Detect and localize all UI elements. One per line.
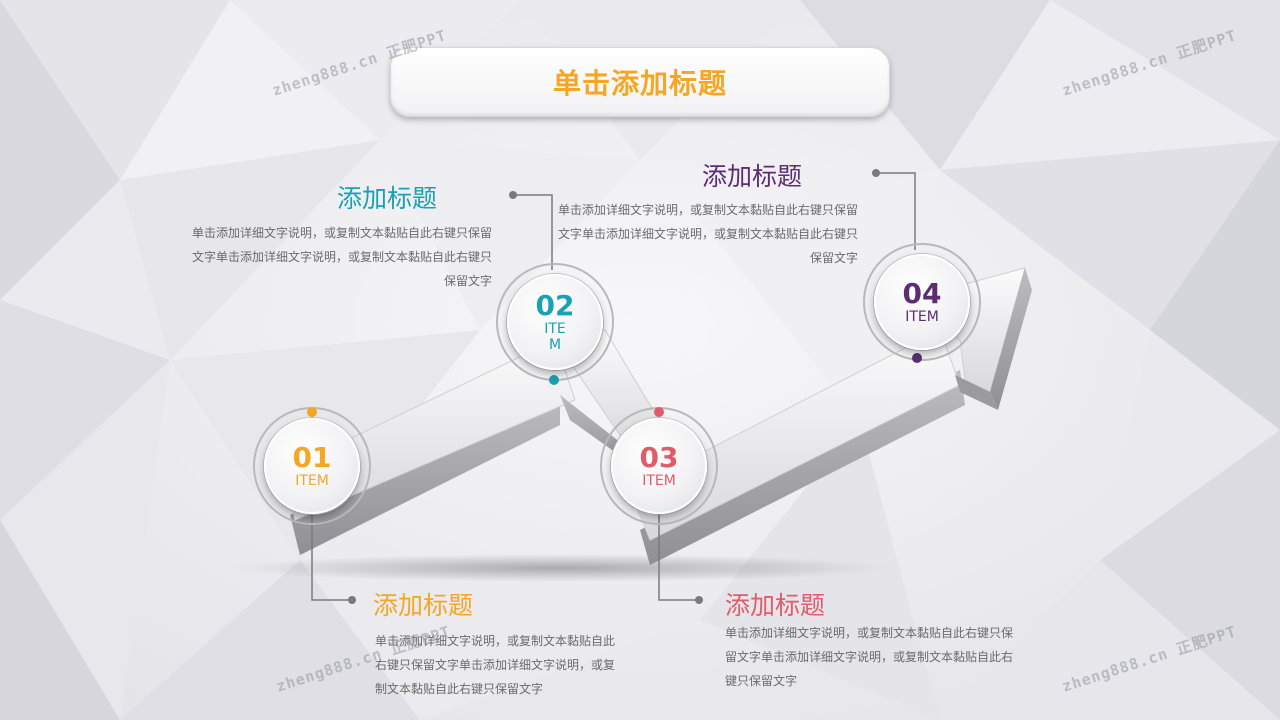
badge-04-number: 04 <box>902 277 942 310</box>
title-box[interactable]: 单击添加标题 <box>390 47 890 117</box>
connector-03 <box>658 515 699 601</box>
page-title: 单击添加标题 <box>552 67 727 100</box>
badge-01-label: ITEM <box>295 473 329 489</box>
description-03: 单击添加详细文字说明，或复制文本黏贴自此右键只保留文字单击添加详细文字说明，或复… <box>725 626 1014 688</box>
badge-02-label: ITEM <box>544 321 566 353</box>
badge-04-label: ITEM <box>905 309 939 325</box>
heading-01: 添加标题 <box>373 591 474 620</box>
badge-03[interactable]: 03 ITEM <box>611 418 707 514</box>
heading-02: 添加标题 <box>337 184 438 213</box>
arrow-head-side <box>990 268 1032 410</box>
badge-03-number: 03 <box>639 441 679 474</box>
connector-02-dot <box>509 191 517 199</box>
description-01: 单击添加详细文字说明，或复制文本黏贴自此右键只保留文字单击添加详细文字说明，或复… <box>375 634 616 696</box>
heading-03: 添加标题 <box>725 591 826 620</box>
accent-dot-01 <box>307 407 317 417</box>
badge-01[interactable]: 01 ITEM <box>264 418 360 514</box>
badge-04[interactable]: 04 ITEM <box>874 254 970 350</box>
ring-04 <box>863 243 981 361</box>
connector-04-dot <box>872 169 880 177</box>
connector-02 <box>513 194 553 270</box>
connector-01 <box>311 515 352 601</box>
heading-04: 添加标题 <box>702 162 803 191</box>
description-04: 单击添加详细文字说明，或复制文本黏贴自此右键只保留文字单击添加详细文字说明，或复… <box>558 203 859 265</box>
floor-shadow <box>230 554 890 582</box>
description-02: 单击添加详细文字说明，或复制文本黏贴自此右键只保留文字单击添加详细文字说明，或复… <box>192 226 493 288</box>
connector-04 <box>876 172 916 250</box>
badge-02-number: 02 <box>535 289 575 322</box>
badge-03-label: ITEM <box>642 473 676 489</box>
connector-03-dot <box>695 596 703 604</box>
connector-01-dot <box>348 596 356 604</box>
badge-01-number: 01 <box>292 441 332 474</box>
badge-02[interactable]: 02 ITEM <box>507 274 603 370</box>
accent-dot-02 <box>549 375 559 385</box>
accent-dot-04 <box>912 353 922 363</box>
accent-dot-03 <box>654 407 664 417</box>
arrow-head-bottom <box>955 375 998 410</box>
